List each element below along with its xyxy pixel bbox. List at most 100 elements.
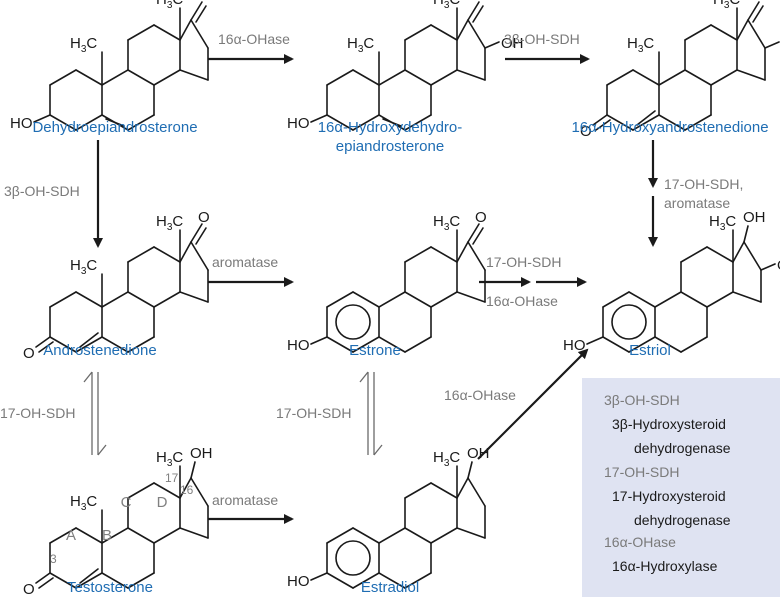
bond-17-keto: [190, 1, 203, 21]
bond-ring-b: [404, 527, 432, 544]
bond-ring-c: [127, 246, 155, 263]
bond-ring-c: [153, 527, 181, 544]
bond-ring-b: [127, 336, 155, 353]
bond-ring-d: [179, 477, 192, 499]
molecule-testosterone: H3C H3C O OH: [23, 445, 213, 597]
bond-ring-b: [404, 69, 432, 86]
bond-ring-c: [430, 527, 458, 544]
bond-17-keto: [190, 223, 203, 243]
bond-ring-d: [190, 241, 209, 271]
bond-ring-a: [628, 336, 656, 353]
bond-3-keto: [35, 336, 51, 348]
compound-name-dhea: Dehydroepiandrosterone: [32, 119, 197, 136]
double-bond-d4: [79, 332, 99, 348]
bond-ring-a: [632, 69, 660, 86]
bond-ring-a: [602, 336, 630, 353]
enzyme-label-16a-ohase-mid: 16α-OHase: [486, 293, 558, 309]
bond-ring-c: [680, 246, 708, 263]
bond-ring-b: [127, 114, 155, 131]
bond-ring-b: [101, 69, 129, 86]
bond-ring-d: [732, 291, 762, 303]
legend-full-3b-oh-sdh-line2: dehydrogenase: [634, 440, 731, 456]
oxygen-3-label: O: [23, 581, 35, 597]
bond-3-keto-double: [38, 341, 54, 353]
legend-full-16a-ohase-line1: 16α-Hydroxylase: [612, 558, 718, 574]
hydroxyl-17-label: OH: [467, 445, 490, 462]
ring-label-b: B: [102, 527, 112, 544]
bond-ring-a: [352, 336, 380, 353]
enzyme-label-17-oh-sdh-center: 17-OH-SDH: [276, 405, 351, 421]
methyl-group-label: H3C: [156, 0, 183, 11]
methyl-group-label: H3C: [156, 449, 183, 469]
bond-17-keto: [747, 1, 760, 21]
bond-ring-a: [49, 527, 77, 544]
bond-ring-d: [179, 291, 209, 303]
equilibrium-arrow-estrone-estradiol: [359, 371, 383, 456]
bond-17-oh: [467, 461, 473, 479]
bond-3-oh: [586, 336, 604, 345]
enzyme-label-16a-ohase-diag: 16α-OHase: [444, 387, 516, 403]
bond-ring-b: [658, 114, 686, 131]
bond-ring-b: [378, 527, 406, 544]
molecule-dehydroepiandrosterone: H3CH3CHOO: [10, 0, 210, 132]
compound-name-estrone: Estrone: [349, 342, 401, 359]
bond-ring-c: [404, 482, 432, 499]
compound-name-testosterone: Testosterone: [67, 579, 153, 596]
bond-3-oh: [310, 572, 328, 581]
bond-ring-d: [456, 241, 469, 263]
enzyme-label-17-oh-sdh-right: 17-OH-SDH,: [664, 176, 743, 192]
bond-3-keto-double: [595, 119, 611, 131]
bond-ring-d: [456, 291, 486, 303]
bond-ring-b: [101, 336, 129, 353]
double-bond-d5: [382, 118, 402, 127]
aromatic-ring-circle: [335, 540, 371, 576]
methyl-group-label: H3C: [433, 213, 460, 233]
bond-17-keto-double: [195, 227, 207, 245]
double-bond-d4: [79, 568, 99, 584]
bond-ring-b: [404, 572, 432, 589]
oxygen-17-label: O: [475, 0, 487, 4]
bond-ring-c: [153, 291, 181, 308]
oxygen-17-label: O: [198, 209, 210, 226]
methyl-group-label: H3C: [347, 35, 374, 55]
oxygen-17-label: O: [475, 209, 487, 226]
compound-name-estriol: Estriol: [629, 342, 671, 359]
hydroxyl-17-label: OH: [190, 445, 213, 462]
bond-ring-d: [736, 69, 766, 81]
bond-ring-a: [75, 527, 103, 544]
bond-ring-c: [430, 246, 458, 263]
bond-ring-a: [75, 114, 103, 131]
bond-ring-d: [456, 19, 469, 41]
bond-ring-a: [602, 291, 630, 308]
bond-ring-c: [430, 291, 458, 308]
legend-abbr-17-oh-sdh: 17-OH-SDH: [604, 464, 680, 480]
bond-ring-d: [747, 19, 766, 49]
enzyme-legend: 3β-OH-SDH 3β-Hydroxysteroid dehydrogenas…: [582, 378, 780, 597]
bond-17-keto: [467, 1, 480, 21]
arrow-estradiol-to-estriol: [477, 348, 589, 460]
bond-ring-b: [101, 527, 129, 544]
bond-ring-a: [326, 527, 354, 544]
bond-ring-c: [404, 246, 432, 263]
methyl-group-label: H3C: [156, 213, 183, 233]
bond-ring-d: [743, 241, 762, 271]
bond-ring-b: [684, 114, 712, 131]
bond-3-keto-double: [38, 577, 54, 589]
methyl-group-label: H3C: [433, 0, 460, 11]
bond-ring-d: [456, 477, 469, 499]
bond-ring-c: [684, 24, 712, 41]
bond-ring-c: [153, 246, 181, 263]
methyl-group-label: H3C: [70, 493, 97, 513]
bond-ring-b: [654, 291, 682, 308]
bond-ring-a: [75, 336, 103, 353]
bond-ring-a: [632, 114, 660, 131]
molecule-16a-hydroxyandrostenedione: H3CH3COOOH: [580, 0, 780, 140]
bond-ring-d: [190, 477, 209, 507]
enzyme-label-aromatase-right: aromatase: [664, 195, 730, 211]
bond-3-oh: [310, 114, 328, 123]
bond-3-keto: [35, 572, 51, 584]
bond-ring-a: [326, 336, 354, 353]
